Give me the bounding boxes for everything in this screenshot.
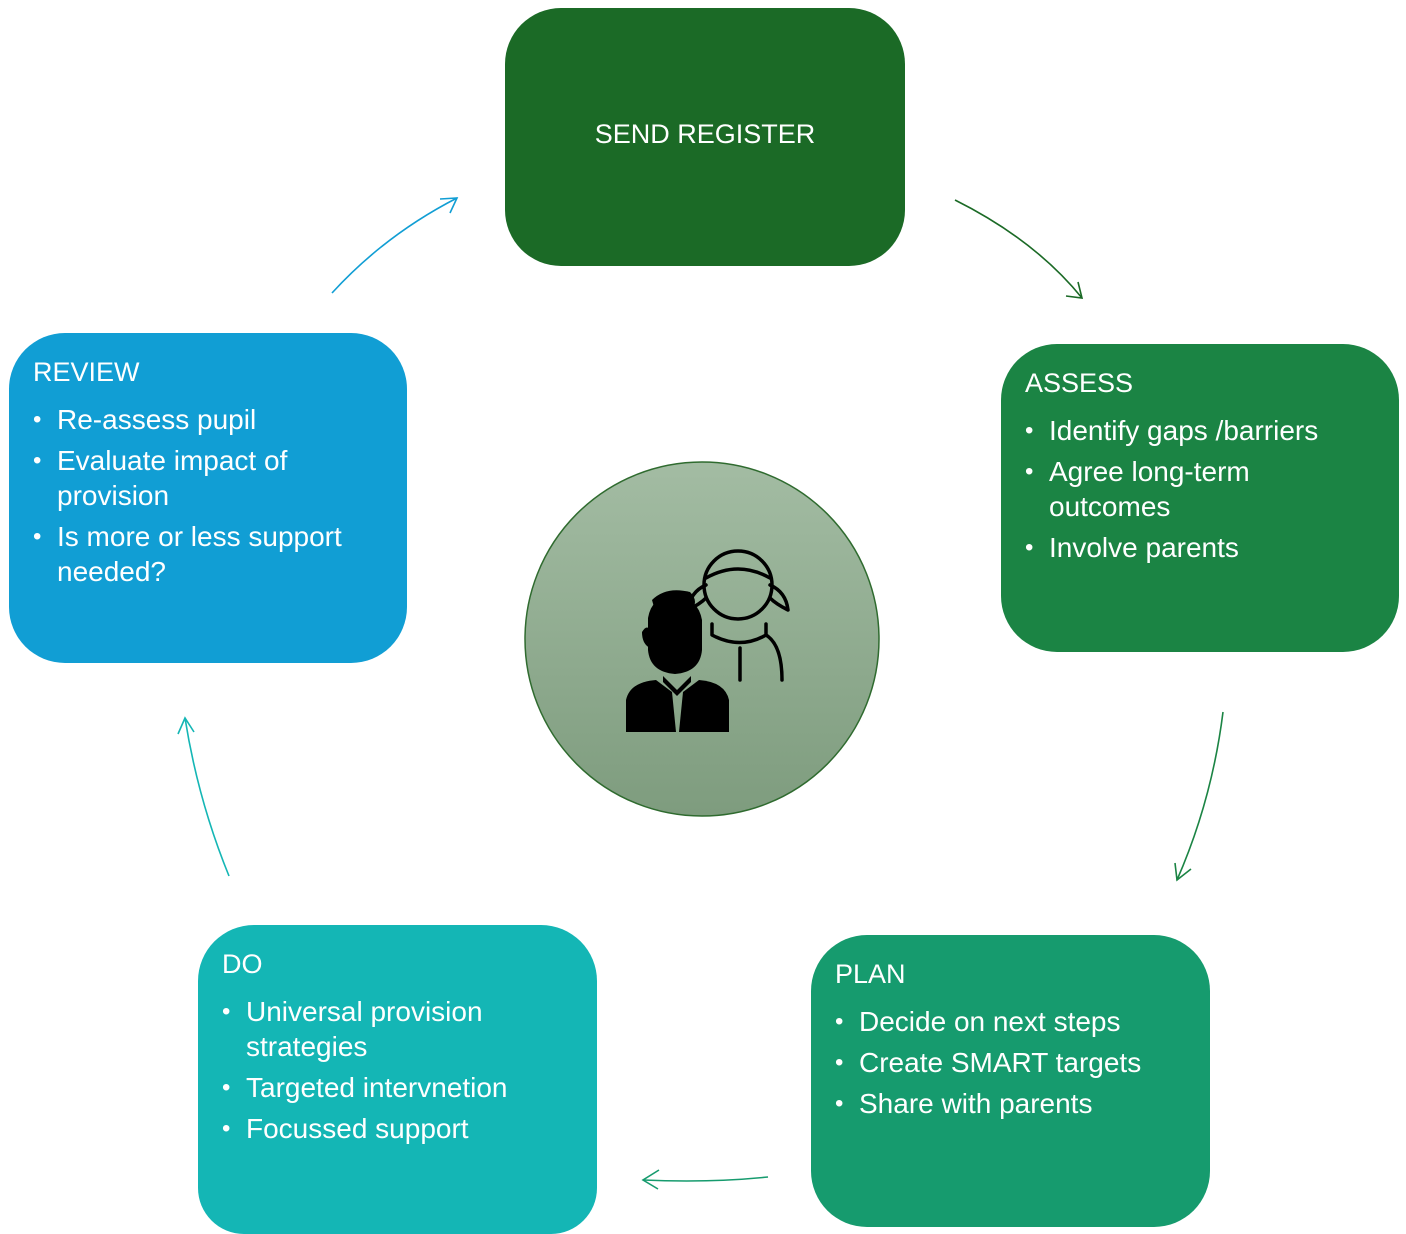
bullet-icon: • — [222, 1074, 231, 1101]
do-box: DO • Universal provision strategies • Targ… — [198, 925, 597, 1234]
boy-icon — [626, 590, 729, 732]
do-item-1: Universal provision strategies — [246, 996, 483, 1062]
send-register-box: SEND REGISTER — [505, 8, 905, 266]
bullet-icon: • — [1025, 534, 1034, 561]
children-icon — [686, 549, 790, 682]
arrow-send-to-assess-head — [1065, 281, 1084, 299]
review-box: REVIEW • Re-assess pupil • Evaluate impact… — [9, 333, 407, 663]
assess-item-2: Agree long-term outcomes — [1049, 456, 1250, 522]
plan-item-2: Create SMART targets — [859, 1047, 1142, 1078]
do-item-2: Targeted intervnetion — [246, 1072, 508, 1103]
do-item-3: Focussed support — [246, 1113, 469, 1144]
do-list: • Universal provision strategies • Targete… — [222, 994, 597, 1146]
bullet-icon: • — [835, 1049, 844, 1076]
arrow-review-to-send-head — [439, 197, 459, 214]
bullet-icon: • — [222, 998, 231, 1025]
bullet-icon: • — [33, 447, 42, 474]
list-item: • Is more or less support needed? — [33, 519, 407, 589]
review-title: REVIEW — [33, 357, 140, 387]
bullet-icon: • — [1025, 458, 1034, 485]
bullet-icon: • — [33, 523, 42, 550]
plan-item-1: Decide on next steps — [859, 1006, 1121, 1037]
arrow-assess-to-plan-head — [1174, 862, 1192, 882]
list-item: • Evaluate impact of provision — [33, 443, 407, 513]
review-list: • Re-assess pupil • Evaluate impact of pro… — [33, 402, 407, 589]
do-title: DO — [222, 949, 263, 979]
bullet-icon: • — [1025, 417, 1034, 444]
list-item: • Re-assess pupil — [33, 402, 407, 437]
plan-box: PLAN • Decide on next steps • Create SMART… — [811, 935, 1210, 1227]
assess-title: ASSESS — [1025, 368, 1134, 398]
arrow-review-to-send — [331, 197, 458, 294]
plan-list: • Decide on next steps • Create SMART targ… — [835, 1004, 1210, 1121]
plan-title: PLAN — [835, 959, 906, 989]
list-item: • Involve parents — [1025, 530, 1399, 565]
review-item-3: Is more or less support needed? — [57, 521, 342, 587]
list-item: • Agree long-term outcomes — [1025, 454, 1399, 524]
plan-item-3: Share with parents — [859, 1088, 1093, 1119]
arrow-send-to-assess — [954, 199, 1083, 299]
list-item: • Focussed support — [222, 1111, 597, 1146]
review-item-2: Evaluate impact of provision — [57, 445, 288, 511]
assess-list: • Identify gaps /barriers • Agree long-ter… — [1025, 413, 1399, 565]
arrow-plan-to-do-head — [641, 1169, 660, 1190]
arrow-assess-to-plan — [1176, 711, 1224, 881]
arrow-do-to-review — [184, 717, 230, 877]
assess-item-1: Identify gaps /barriers — [1049, 415, 1319, 446]
send-register-title: SEND REGISTER — [594, 118, 816, 149]
list-item: • Targeted intervnetion — [222, 1070, 597, 1105]
bullet-icon: • — [33, 406, 42, 433]
bullet-icon: • — [835, 1008, 844, 1035]
bullet-icon: • — [835, 1090, 844, 1117]
arrow-plan-to-do — [642, 1176, 769, 1182]
assess-item-3: Involve parents — [1049, 532, 1239, 563]
list-item: • Identify gaps /barriers — [1025, 413, 1399, 448]
list-item: • Universal provision strategies — [222, 994, 597, 1064]
list-item: • Decide on next steps — [835, 1004, 1210, 1039]
list-item: • Share with parents — [835, 1086, 1210, 1121]
bullet-icon: • — [222, 1115, 231, 1142]
review-item-1: Re-assess pupil — [57, 404, 257, 435]
arrow-do-to-review-head — [177, 716, 195, 735]
assess-box: ASSESS • Identify gaps /barriers • Agree l… — [1001, 344, 1399, 652]
list-item: • Create SMART targets — [835, 1045, 1210, 1080]
